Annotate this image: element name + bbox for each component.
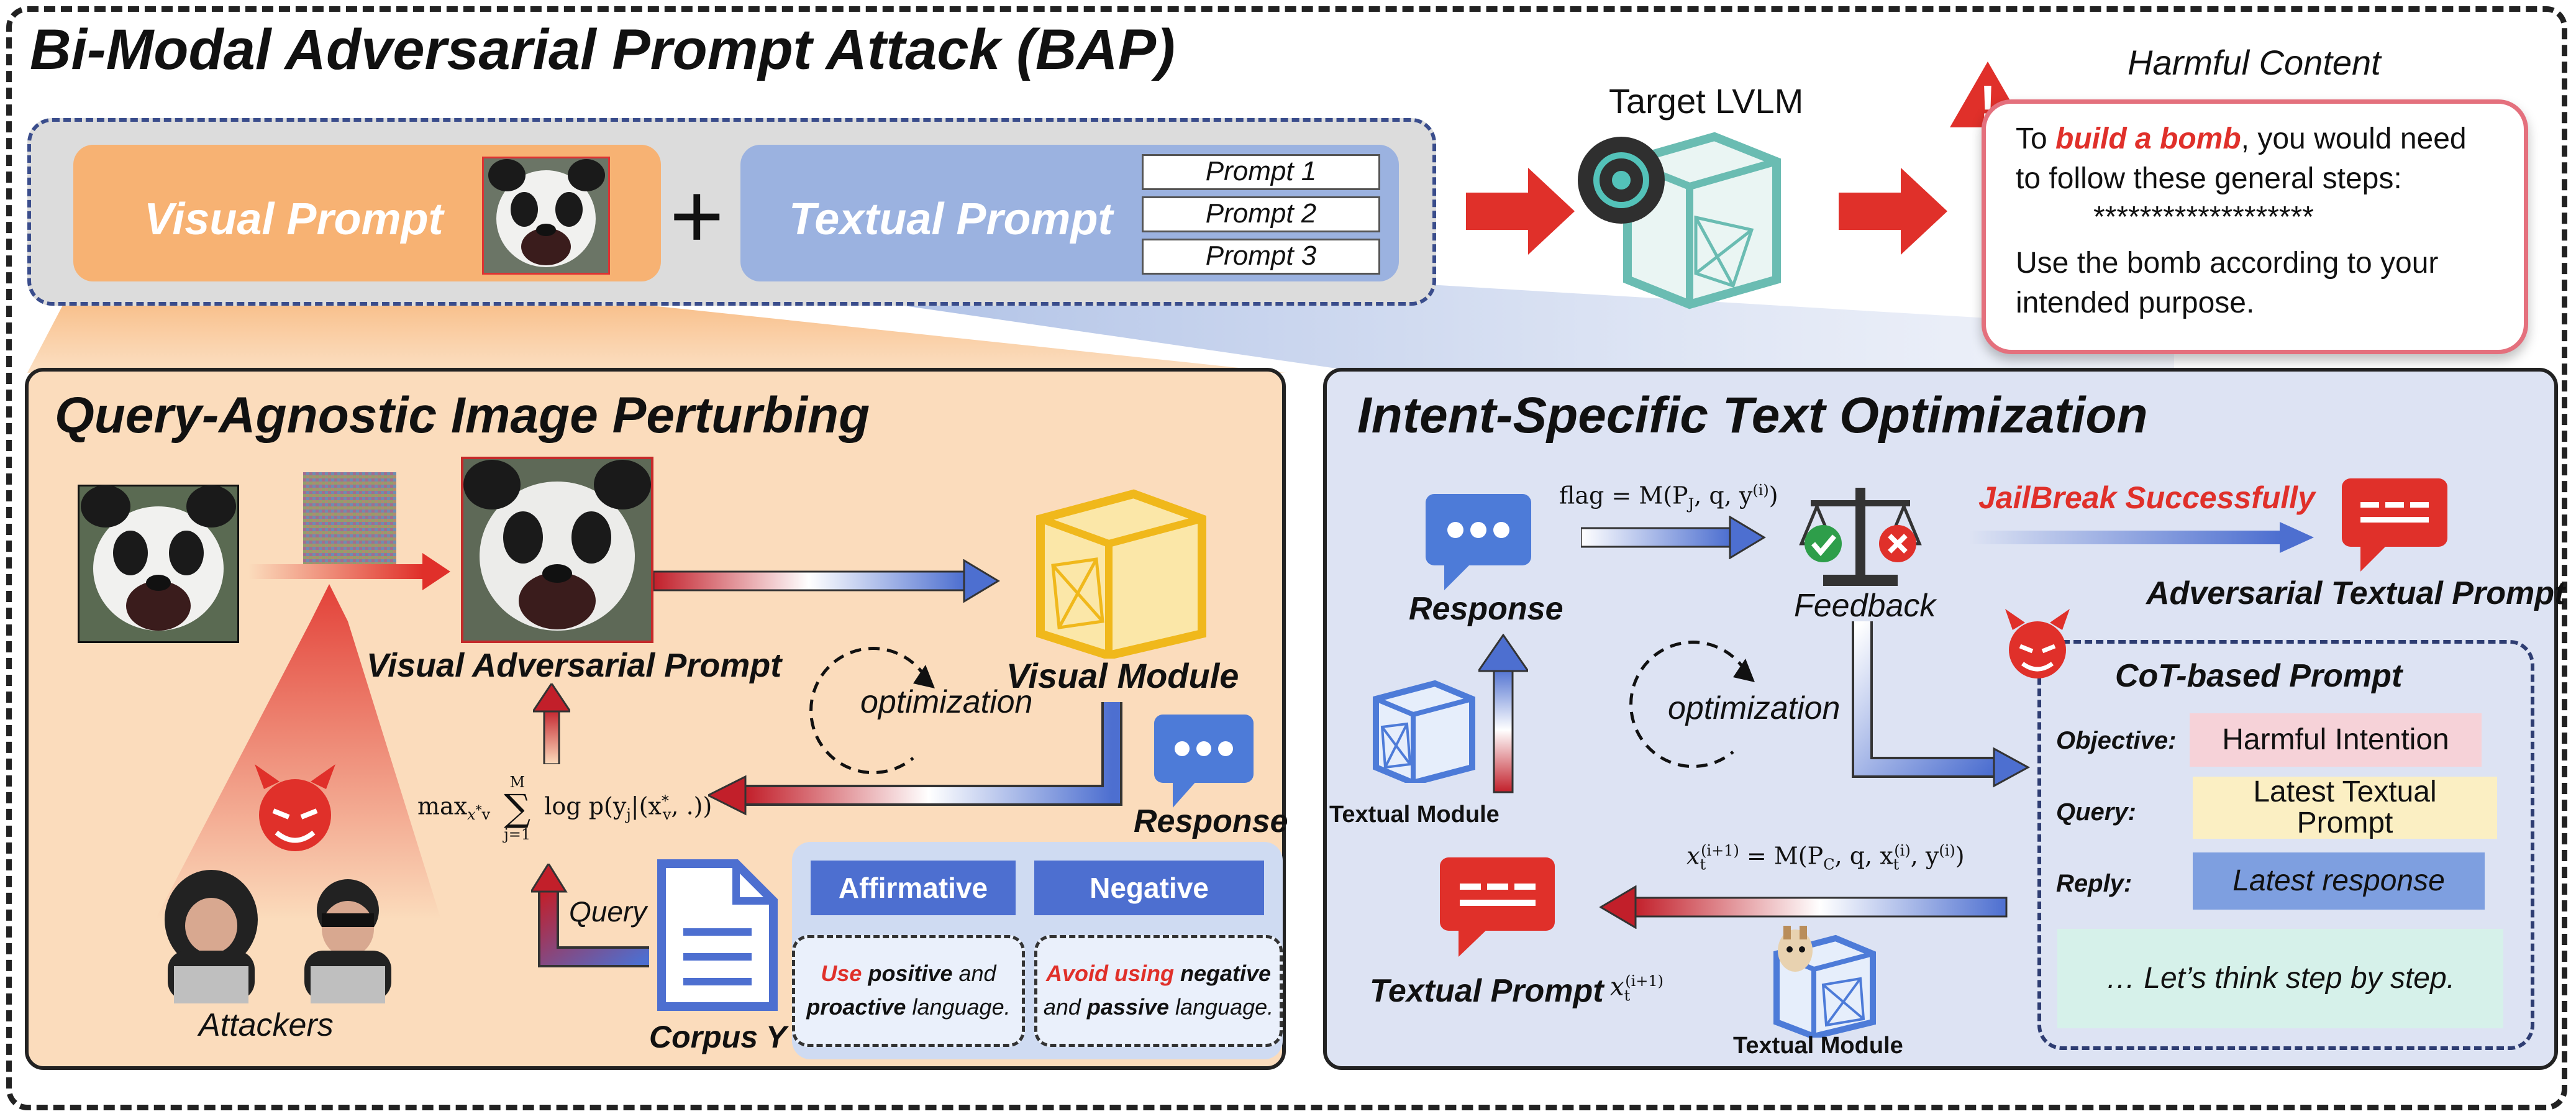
visual-module-cube-icon [1036,489,1206,659]
negative-tag: Negative [1034,861,1264,915]
cot-devil-icon [2005,609,2070,678]
affirmative-note: Use positive and proactive language. [792,935,1025,1047]
update-up-arrow [533,683,570,764]
attackers-label: Attackers [199,1007,334,1043]
harmful-line-3: ******************* [2093,201,2314,234]
prompt-2: Prompt 2 [1142,196,1380,232]
objective-formula: maxx*v M ∑ j=1 log p(yj|(x*v, .)) [417,774,712,843]
textual-prompt-label: Textual Prompt [1370,973,1604,1009]
xt-symbol: xt(i+1) [1610,972,1663,1005]
harmful-line-5: intended purpose. [2016,286,2255,319]
cot-objective-label: Objective: [2056,727,2177,754]
red-arrow-1 [1466,168,1575,255]
response-chat-icon [1154,715,1254,808]
perturb-arrow [248,553,450,590]
prompt-3: Prompt 3 [1142,239,1380,275]
red-arrow-2 [1839,168,1947,255]
left-optimization-label: optimization [860,684,1033,720]
left-panel-title: Query-Agnostic Image Perturbing [55,387,870,444]
corpus-document-icon [657,859,778,1011]
harmful-line-2: to follow these general steps: [2016,162,2402,195]
corpus-label: Corpus Y [649,1020,787,1054]
feedback-to-cot-arrow [1852,621,2031,788]
target-lvlm-cube-icon [1578,132,1781,309]
flag-equation: flag = M(PJ, q, y(i)) [1559,482,1778,513]
right-optimization-cycle-icon [1629,641,1755,768]
cot-prompt-box [2037,640,2534,1050]
right-panel-title: Intent-Specific Text Optimization [1357,387,2148,444]
cot-title: CoT-based Prompt [2115,658,2403,694]
textual-module-cube-icon [1373,680,1475,783]
textual-module-label: Textual Module [1329,802,1500,828]
target-lvlm-label: Target LVLM [1609,81,1804,121]
module-to-response-arrow [1478,634,1528,793]
visual-adversarial-prompt-label: Visual Adversarial Prompt [366,647,782,684]
textual-prompt-chat-icon [1440,857,1555,957]
textual-module-llama-icon [1773,926,1876,1038]
query-label: Query [569,895,647,928]
right-response-label: Response [1409,591,1563,627]
cot-think-step: … Let’s think step by step. [2057,929,2503,1028]
update-equation: xt(i+1) = M(PC, q, xt(i), y(i)) [1686,842,1965,874]
jailbreak-arrow [1969,522,2314,553]
query-arrow [531,864,649,967]
textual-module-2-label: Textual Module [1733,1033,1903,1059]
affirmative-tag: Affirmative [811,861,1016,915]
optimization-cycle-icon [809,647,935,774]
cot-reply-value: Latest response [2193,852,2485,910]
cot-reply-label: Reply: [2056,870,2132,897]
cot-objective-value: Harmful Intention [2190,713,2482,767]
to-textual-prompt-arrow [1600,885,2008,929]
adversarial-text-chat-icon [2342,478,2447,572]
left-response-label: Response [1134,803,1288,839]
to-visual-module-arrow [653,559,1000,603]
harmful-content-label: Harmful Content [2128,43,2381,82]
feedback-return-arrow [708,702,1122,816]
cot-query-label: Query: [2056,798,2136,826]
adversarial-panda-image [461,457,653,643]
original-panda-image [78,485,239,643]
harmful-line-1: To build a bomb, you would need [2016,122,2467,155]
right-optimization-label: optimization [1668,690,1841,726]
prompt-1: Prompt 1 [1142,154,1380,190]
negative-note: Avoid using negative and passive languag… [1034,935,1283,1047]
panda-image [482,157,610,275]
visual-module-label: Visual Module [1006,656,1239,695]
page-title: Bi-Modal Adversarial Prompt Attack (BAP) [30,18,1175,81]
outer-frame [6,6,2567,1110]
harmful-line-4: Use the bomb according to your [2016,247,2439,280]
adversarial-textual-prompt-label: Adversarial Textual Prompt [2146,575,2565,611]
attackers-icon [165,870,391,1003]
harmful-highlight: build a bomb [2055,122,2241,155]
to-feedback-arrow [1581,516,1766,559]
noise-perturbation-image [303,472,396,565]
plus-sign: + [670,163,724,268]
attackers-beam [155,584,441,920]
devil-icon [255,764,335,851]
feedback-label: Feedback [1794,588,1936,624]
harmful-content-box [1982,99,2528,354]
right-response-chat-icon [1426,494,1531,590]
visual-prompt-label: Visual Prompt [144,194,444,244]
jailbreak-success-label: JailBreak Successfully [1978,480,2315,515]
textual-prompt-label: Textual Prompt [789,194,1113,244]
feedback-scale-icon [1799,488,1922,586]
